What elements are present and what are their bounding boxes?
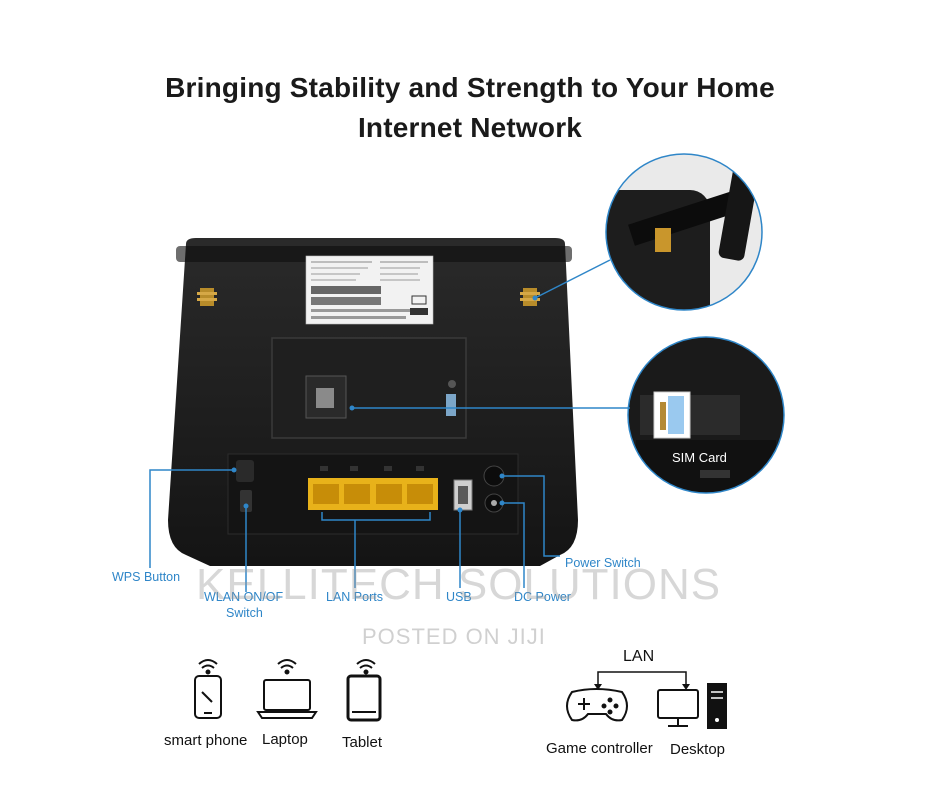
wifi-icon — [277, 659, 297, 675]
lan-ports-label: LAN Ports — [326, 590, 383, 604]
antenna-connector-left — [197, 288, 217, 306]
device-icons — [194, 659, 727, 729]
antenna-zoom-circle — [605, 153, 763, 311]
rear-port-panel — [227, 453, 519, 535]
wifi-icon — [356, 659, 376, 675]
wps-button-label: WPS Button — [112, 570, 181, 584]
wlan-switch-label: WLAN ON/OF — [204, 590, 284, 604]
dc-power-label: DC Power — [514, 590, 571, 604]
product-label-sticker — [305, 255, 434, 325]
game-controller-label: Game controller — [546, 740, 653, 757]
lan-ports — [308, 478, 438, 510]
callout-lines — [149, 259, 630, 592]
desktop-icon — [657, 683, 727, 729]
headline-line-2: Internet Network — [357, 112, 583, 143]
desktop-label: Desktop — [670, 741, 726, 758]
power-switch-label: Power Switch — [565, 556, 641, 570]
wifi-icon — [198, 659, 218, 675]
sim-card-zoom-circle — [627, 336, 785, 494]
antenna-connector-right — [520, 288, 540, 306]
wlan-switch-label-line2: Switch — [226, 606, 263, 620]
callout-dots — [231, 295, 538, 513]
usb-label: USB — [446, 590, 472, 604]
smartphone-icon — [194, 675, 222, 719]
watermark-brand: KELLITECH SOLUTIONS — [196, 560, 722, 609]
smart-phone-label: smart phone — [164, 732, 248, 749]
headline-line-1: Bringing Stability and Strength to Your … — [165, 72, 775, 103]
tablet-label: Tablet — [342, 734, 383, 751]
lan-label: LAN — [623, 648, 655, 665]
watermark-posted: POSTED ON JIJI — [362, 624, 546, 649]
game-controller-icon — [566, 688, 628, 722]
laptop-icon — [256, 679, 318, 719]
sim-card-label: SIM Card — [672, 450, 727, 465]
laptop-label: Laptop — [262, 731, 308, 748]
sim-bay — [271, 337, 467, 439]
tablet-icon — [346, 674, 382, 722]
